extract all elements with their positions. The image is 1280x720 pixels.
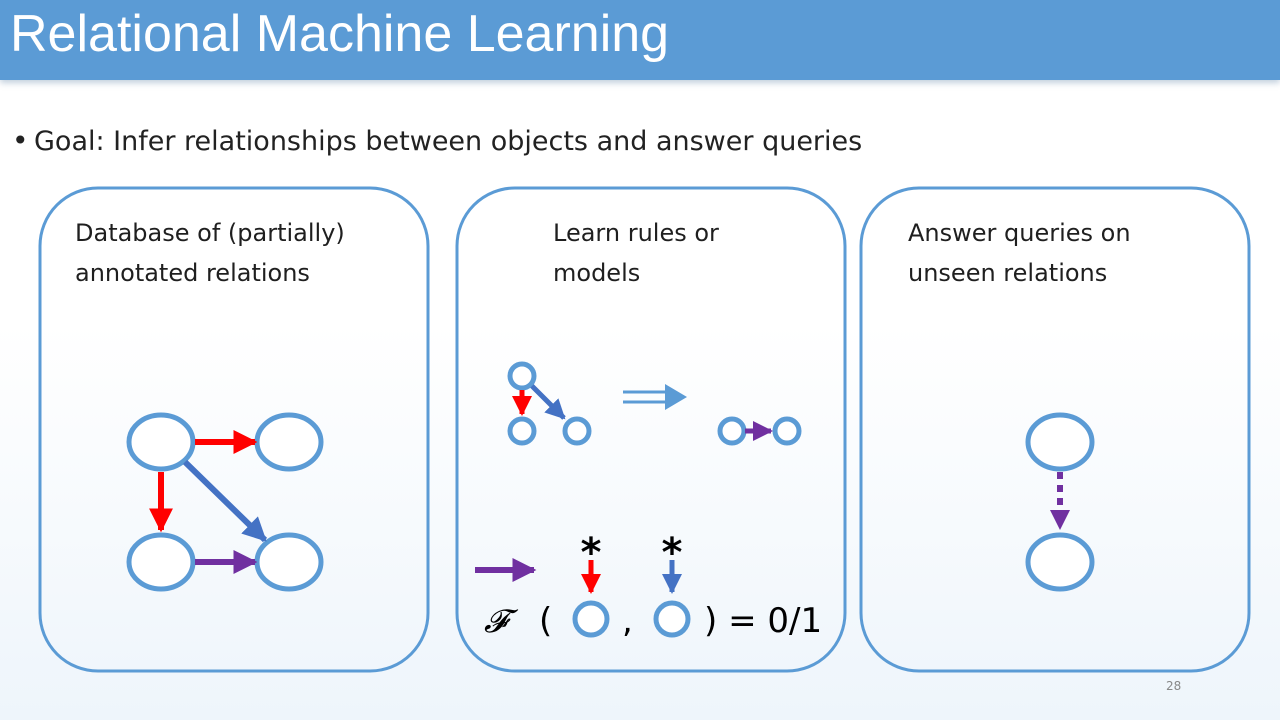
graph-node xyxy=(254,412,324,472)
query-arrowhead xyxy=(1050,510,1070,530)
graph-node xyxy=(717,416,747,446)
panel-label-line: Learn rules or xyxy=(553,219,719,247)
graph-node xyxy=(126,532,196,592)
panel-learn-label: Learn rules or models xyxy=(553,213,719,293)
panel-answer-label: Answer queries on unseen relations xyxy=(908,213,1131,293)
model-formula: * * 𝓕 ( , ) = 0/1 xyxy=(475,530,822,641)
panel-label-line: Answer queries on xyxy=(908,219,1131,247)
open-paren: ( xyxy=(539,601,552,641)
goal-bullet-text: Goal: Infer relationships between object… xyxy=(34,126,863,157)
panel-label-line: unseen relations xyxy=(908,259,1108,287)
database-graph xyxy=(126,412,324,592)
panel-database xyxy=(38,186,430,673)
graph-node xyxy=(562,416,592,446)
page-number: 28 xyxy=(1166,679,1182,693)
blue-edge xyxy=(182,459,268,543)
formula-result: ) = 0/1 xyxy=(704,601,822,641)
comma: , xyxy=(622,601,633,641)
slide-title: Relational Machine Learning xyxy=(10,5,670,63)
implies-arrow-icon xyxy=(623,384,687,410)
graph-node xyxy=(572,600,610,638)
panel-database-label: Database of (partially) annotated relati… xyxy=(75,213,345,293)
panel-learn-rules xyxy=(455,186,847,673)
graph-node xyxy=(772,416,802,446)
bullet-icon: • xyxy=(12,124,29,157)
panel-label-line: Database of (partially) xyxy=(75,219,345,247)
panel-label-line: models xyxy=(553,259,641,287)
query-graph xyxy=(1025,412,1095,592)
rule-conclusion xyxy=(717,416,802,446)
title-bar: Relational Machine Learning xyxy=(0,0,1280,80)
function-symbol: 𝓕 xyxy=(484,602,519,640)
rule-pattern xyxy=(507,361,592,446)
graph-node xyxy=(1025,532,1095,592)
graph-node xyxy=(1025,412,1095,472)
graph-node xyxy=(507,416,537,446)
graph-node xyxy=(126,412,196,472)
panel-answer-queries xyxy=(859,186,1251,673)
graph-node xyxy=(254,532,324,592)
panel-label-line: annotated relations xyxy=(75,259,310,287)
blue-edge xyxy=(530,384,566,420)
graph-node xyxy=(653,600,691,638)
graph-node xyxy=(507,361,537,391)
